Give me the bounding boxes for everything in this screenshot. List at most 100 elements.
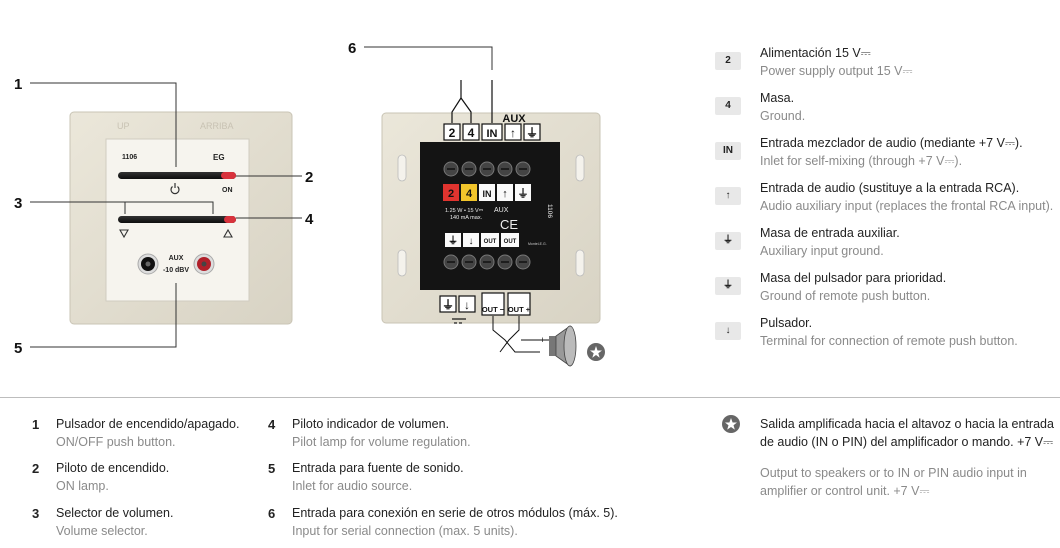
callout-1: 1 <box>14 76 22 93</box>
legend-text-es: Piloto de encendido. <box>56 461 170 475</box>
legend-text-en: ON lamp. <box>56 479 109 493</box>
callout-4: 4 <box>305 211 314 228</box>
legend-text-es: Entrada para conexión en serie de otros … <box>292 506 618 520</box>
legend-badge: ↑ <box>715 187 741 205</box>
power-icon <box>170 183 180 195</box>
legend-text-es: Entrada de audio (sustituye a la entrada… <box>760 181 1020 195</box>
callout-5: 5 <box>14 340 22 357</box>
bottom-terminal-ground: ⏚ <box>442 298 454 312</box>
legend-text-en: Power supply output 15 V⎓ <box>760 64 913 78</box>
legend-text-en: Inlet for self-mixing (through +7 V⎓). <box>760 154 963 168</box>
amp-note-es: Salida amplificada hacia el altavoz o ha… <box>760 417 1054 449</box>
corner-up-label: UP <box>117 121 130 131</box>
volume-lamp <box>224 216 236 223</box>
legend-text-es: Masa del pulsador para prioridad. <box>760 271 947 285</box>
brand-label: EG <box>213 153 225 162</box>
volume-down-icon <box>119 229 129 239</box>
top-terminal-strip: AUX 2 4 IN ↑ ⏚ <box>443 113 541 141</box>
brand-small-label: Montel-E.G. <box>528 242 547 246</box>
aux-label: AUX <box>169 255 184 262</box>
aux-top-label: AUX <box>502 113 526 125</box>
aux-jack-right <box>193 253 215 275</box>
bottom-terminal-out-plus: OUT + <box>508 305 531 314</box>
model-label: 1106 <box>122 154 137 161</box>
legend-text-en: Ground of remote push button. <box>760 289 931 303</box>
spec-line-2: 140 mA max. <box>450 215 483 221</box>
front-leader-lines <box>30 82 302 348</box>
inner-label-in: IN <box>483 189 492 199</box>
ce-mark: CE <box>500 217 518 232</box>
front-plate: UP ARRIBA 1106 EG ON AUX -10 dBV <box>69 111 293 325</box>
on-label: ON <box>222 187 233 194</box>
legend-text-en: Input for serial connection (max. 5 unit… <box>292 524 518 538</box>
top-screws <box>443 161 531 177</box>
bottom-terminal-out-minus: OUT − <box>482 305 505 314</box>
callout-3: 3 <box>14 195 22 212</box>
legend-text-en: Auxiliary input ground. <box>760 244 884 258</box>
amplified-output-icon <box>722 415 740 433</box>
inner-bottom-labels: ⏚ ↓ OUT OUT <box>445 233 519 247</box>
volume-slot <box>118 216 236 223</box>
terminal-legend: 2 Alimentación 15 V⎓ Power supply output… <box>715 44 1060 359</box>
inner-label-2: 2 <box>448 188 454 200</box>
legend-text-es: Pulsador. <box>760 316 813 330</box>
callout-6: 6 <box>348 40 356 57</box>
speaker-wires: + <box>492 316 550 353</box>
legend-row-up: ↑ Entrada de audio (sustituye a la entra… <box>715 179 1060 224</box>
legend-number: 1 <box>32 417 40 432</box>
inner-bottom-out-2: OUT <box>504 239 517 245</box>
legend-row-2: 2 Alimentación 15 V⎓ Power supply output… <box>715 44 1060 89</box>
legend-row-aux-ground: ⏚ Masa de entrada auxiliar. Auxiliary in… <box>715 224 1060 269</box>
inner-bottom-out-1: OUT <box>484 239 497 245</box>
legend-text-en: Terminal for connection of remote push b… <box>760 334 1018 348</box>
bottom-terminal-down: ↓ <box>464 298 470 312</box>
legend-text-es: Selector de volumen. <box>56 506 174 520</box>
legend-number: 6 <box>268 506 276 521</box>
legend-text-es: Masa. <box>760 91 795 105</box>
top-terminal-up: ↑ <box>510 126 516 140</box>
top-terminal-4: 4 <box>468 126 475 140</box>
legend-text-es: Entrada para fuente de sonido. <box>292 461 464 475</box>
inner-bottom-down: ↓ <box>469 236 474 247</box>
legend-badge: ⏚ <box>715 277 741 295</box>
legend-number: 5 <box>268 461 276 476</box>
legend-row-in: IN Entrada mezclador de audio (mediante … <box>715 134 1060 179</box>
callout-2: 2 <box>305 169 313 186</box>
inner-label-up: ↑ <box>502 188 508 200</box>
corner-arriba-label: ARRIBA <box>200 121 234 131</box>
legend-row-push-ground: ⏚ Masa del pulsador para prioridad. Grou… <box>715 269 1060 314</box>
legend-number: 2 <box>32 461 40 476</box>
bottom-terminal-strip: ⏚ ↓ OUT − OUT + <box>439 292 531 316</box>
legend-number: 3 <box>32 506 40 521</box>
side-code: 1106 <box>546 204 553 218</box>
ground-dc-symbol <box>452 318 466 324</box>
spec-line-1: 1.25 W • 15 V⎓ <box>445 208 484 214</box>
legend-badge: IN <box>715 142 741 160</box>
back-module: 2 4 IN ↑ ⏚ 1.25 W • 15 V⎓ 140 mA max. AU… <box>381 112 601 324</box>
legend-text-es: Piloto indicador de volumen. <box>292 417 450 431</box>
amplified-output-marker-icon <box>587 343 605 361</box>
speaker-icon <box>549 325 577 367</box>
svg-text:+: + <box>540 335 545 345</box>
inner-label-ground: ⏚ <box>518 187 529 200</box>
bottom-screws <box>443 254 531 270</box>
legend-text-es: Entrada mezclador de audio (mediante +7 … <box>760 136 1023 150</box>
legend-text-en: Inlet for audio source. <box>292 479 413 493</box>
level-label: -10 dBV <box>163 267 189 274</box>
legend-text-en: Volume selector. <box>56 524 148 538</box>
callout-6-leader <box>364 46 493 70</box>
legend-badge: ⏚ <box>715 232 741 250</box>
top-terminal-in: IN <box>487 128 498 140</box>
connection-diagram: UP ARRIBA 1106 EG ON AUX -10 dBV <box>14 40 605 367</box>
top-wires <box>451 80 493 123</box>
legend-text-es: Masa de entrada auxiliar. <box>760 226 900 240</box>
legend-text-en: Ground. <box>760 109 806 123</box>
aux-jack-left <box>137 253 159 275</box>
amp-note-en: Output to speakers or to IN or PIN audio… <box>760 466 1027 498</box>
on-lamp <box>221 172 236 179</box>
legend-text-en: Pilot lamp for volume regulation. <box>292 435 471 449</box>
inner-bottom-ground: ⏚ <box>448 235 458 247</box>
legend-text-es: Pulsador de encendido/apagado. <box>56 417 240 431</box>
top-terminal-ground: ⏚ <box>526 126 538 140</box>
legend-row-push: ↓ Pulsador. Terminal for connection of r… <box>715 314 1060 359</box>
